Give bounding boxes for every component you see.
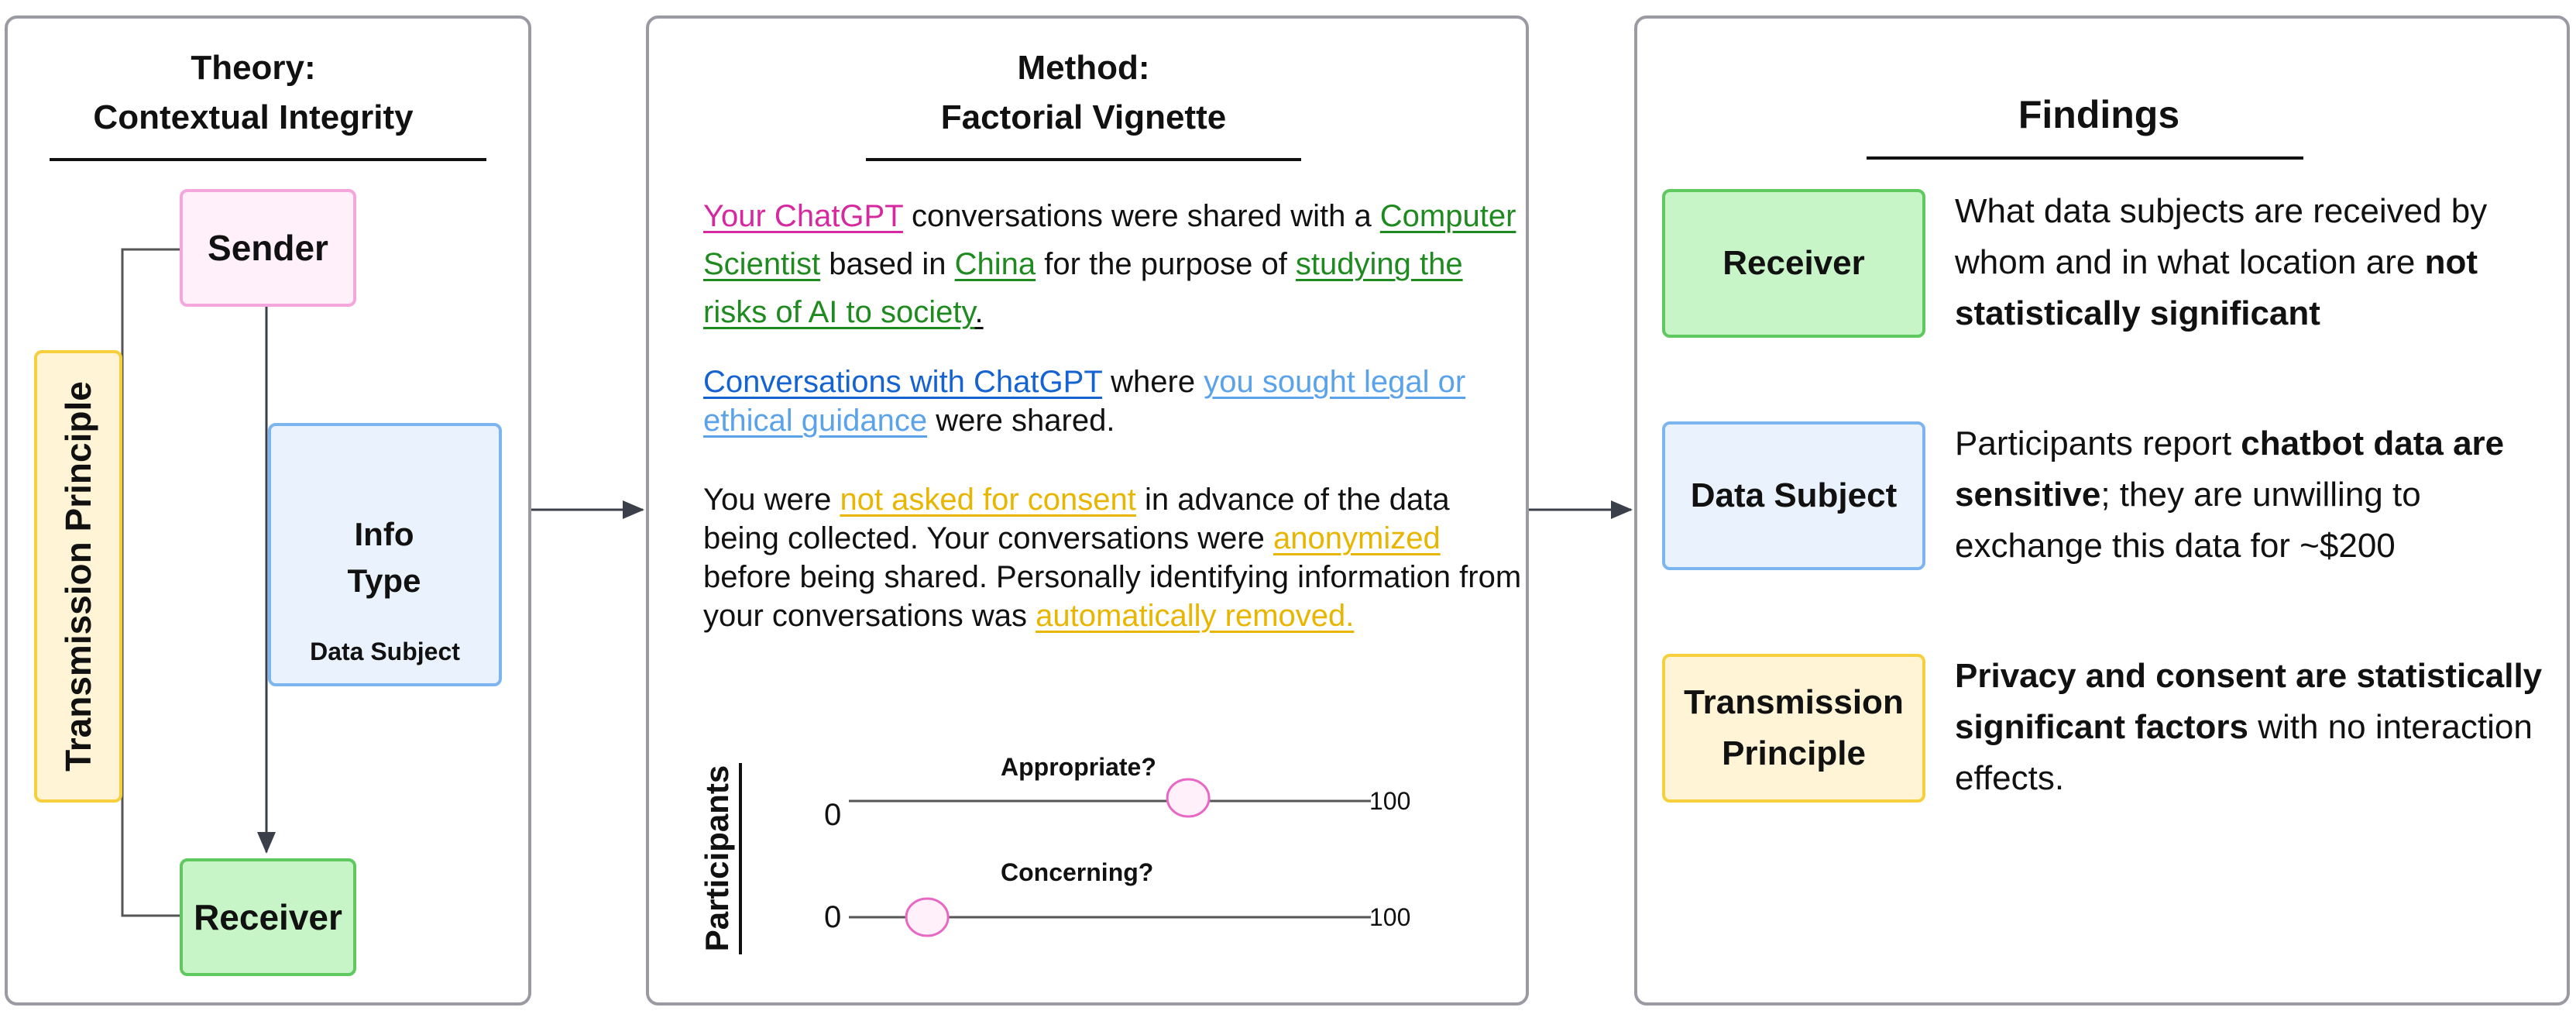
findings-title: Findings <box>2018 93 2180 136</box>
info-type-label: Info Type <box>347 516 421 599</box>
transmission-bracket <box>121 248 180 917</box>
data-subject-box: Data Subject <box>268 423 502 686</box>
theory-title-rule <box>50 158 486 161</box>
participants-label: Participants <box>699 765 735 952</box>
slider1-min: 0 <box>824 798 842 832</box>
finding-data-subject-box: Data Subject <box>1662 421 1925 570</box>
sender-box: Sender <box>180 189 356 307</box>
receiver-box: Receiver <box>180 858 356 976</box>
finding-transmission-box: Transmission Principle <box>1662 654 1925 803</box>
slider2-thumb <box>905 897 950 937</box>
finding-transmission-text: Privacy and consent are statistically si… <box>1955 657 2543 797</box>
slider1-max: 100 <box>1369 787 1411 815</box>
slider2-max: 100 <box>1369 903 1411 931</box>
vignette-paragraph-1: Your ChatGPT conversations were shared w… <box>703 199 1516 329</box>
slider1-question: Appropriate? <box>1001 753 1156 781</box>
theory-title: Theory: Contextual Integrity <box>93 49 414 136</box>
method-title-rule <box>866 158 1301 161</box>
slider2-question: Concerning? <box>1001 858 1154 886</box>
method-panel <box>646 15 1529 1006</box>
finding-receiver-box: Receiver <box>1662 189 1925 338</box>
data-subject-label: Data Subject <box>310 638 460 665</box>
vignette-paragraph-2: Conversations with ChatGPT where you sou… <box>703 365 1466 438</box>
transmission-principle-label: Transmission Principle <box>58 381 98 772</box>
slider2-min: 0 <box>824 900 842 934</box>
slider1-thumb <box>1166 778 1211 818</box>
findings-title-rule <box>1867 156 2303 160</box>
vignette-paragraph-3: You were not asked for consent in advanc… <box>703 483 1522 633</box>
transmission-principle-box <box>34 350 122 803</box>
method-title: Method: Factorial Vignette <box>940 49 1227 136</box>
finding-receiver-text: What data subjects are received by whom … <box>1955 192 2488 332</box>
finding-data-subject-text: Participants report chatbot data are sen… <box>1955 425 2505 565</box>
